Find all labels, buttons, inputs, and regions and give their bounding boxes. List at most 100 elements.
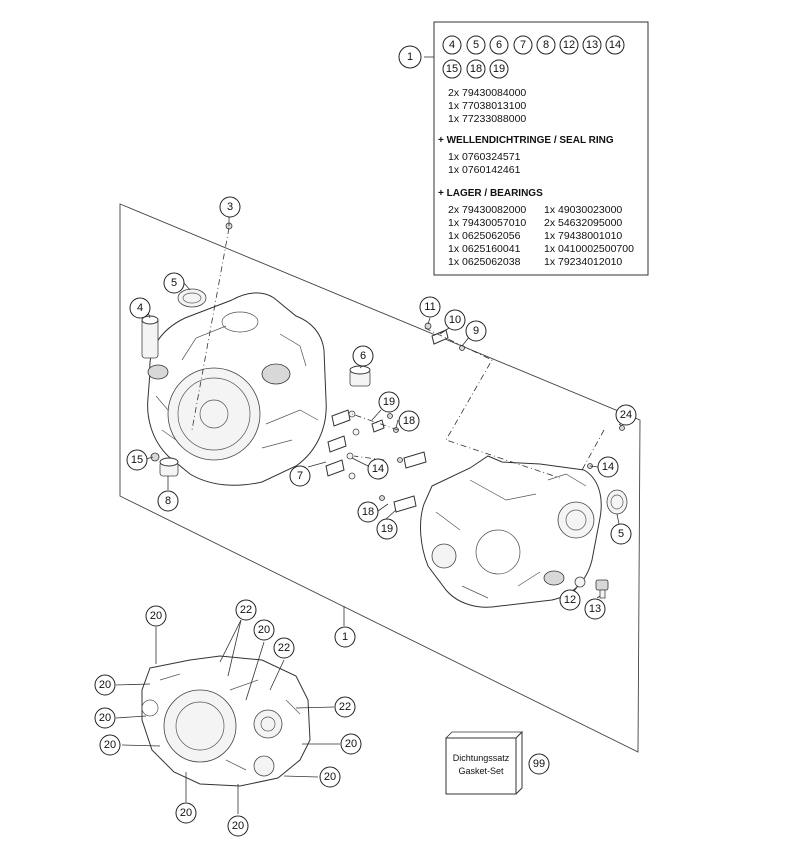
svg-text:4: 4: [449, 39, 455, 51]
callout-13[interactable]: 13: [584, 598, 606, 620]
callout-5[interactable]: 5: [163, 272, 185, 294]
box-ref-4[interactable]: 4: [442, 35, 462, 55]
box-ref-19[interactable]: 19: [489, 59, 509, 79]
callout-20[interactable]: 20: [227, 815, 249, 837]
part-5-bearing-right[interactable]: [606, 489, 628, 515]
seal-part-line: 1x 0760142461: [448, 164, 521, 176]
gasket-set-box[interactable]: Dichtungssatz Gasket-Set: [445, 730, 523, 795]
svg-text:3: 3: [227, 201, 233, 213]
bearings-heading: + LAGER / BEARINGS: [438, 188, 543, 199]
svg-text:7: 7: [520, 39, 526, 51]
callout-20[interactable]: 20: [99, 734, 121, 756]
part-8-bushing[interactable]: [159, 457, 179, 477]
callout-22[interactable]: 22: [235, 599, 257, 621]
svg-text:13: 13: [586, 39, 598, 51]
box-ref-15[interactable]: 15: [442, 59, 462, 79]
callout-14[interactable]: 14: [367, 458, 389, 480]
assembly-bracket: [119, 203, 641, 753]
box-ref-8[interactable]: 8: [536, 35, 556, 55]
svg-text:6: 6: [360, 350, 366, 362]
callout-8[interactable]: 8: [157, 490, 179, 512]
svg-text:20: 20: [345, 738, 357, 750]
dowel-pins-left[interactable]: [325, 409, 399, 480]
svg-text:9: 9: [473, 325, 479, 337]
part-12-13-plug[interactable]: [574, 576, 609, 599]
svg-text:7: 7: [297, 470, 303, 482]
callout-22[interactable]: 22: [334, 696, 356, 718]
part-6-bearing[interactable]: [349, 365, 371, 387]
bearing-line-left: 1x 79430057010: [448, 217, 526, 229]
svg-text:12: 12: [564, 594, 576, 606]
callout-20[interactable]: 20: [145, 605, 167, 627]
svg-text:20: 20: [104, 739, 116, 751]
callout-20[interactable]: 20: [340, 733, 362, 755]
svg-text:22: 22: [240, 604, 252, 616]
box-part-line: 1x 77038013100: [448, 100, 526, 112]
box-ref-12[interactable]: 12: [559, 35, 579, 55]
callout-1[interactable]: 1: [334, 626, 356, 648]
svg-text:20: 20: [232, 820, 244, 832]
callout-19[interactable]: 19: [378, 391, 400, 413]
callout-24[interactable]: 24: [615, 404, 637, 426]
callout-15[interactable]: 15: [126, 449, 148, 471]
svg-text:20: 20: [258, 624, 270, 636]
svg-text:8: 8: [543, 39, 549, 51]
callout-4[interactable]: 4: [129, 297, 151, 319]
callout-6[interactable]: 6: [352, 345, 374, 367]
svg-text:10: 10: [449, 314, 461, 326]
callout-7[interactable]: 7: [289, 465, 311, 487]
callout-9[interactable]: 9: [465, 320, 487, 342]
callout-11[interactable]: 11: [419, 296, 441, 318]
svg-text:5: 5: [171, 277, 177, 289]
bearing-line-right: 1x 79234012010: [544, 256, 622, 268]
callout-10[interactable]: 10: [444, 309, 466, 331]
leader-lines: [115, 216, 623, 814]
callout-20[interactable]: 20: [94, 707, 116, 729]
bearing-line-left: 1x 0625062038: [448, 256, 521, 268]
callout-20[interactable]: 20: [94, 674, 116, 696]
part-5-bearing[interactable]: [177, 288, 207, 308]
bearing-line-right: 1x 49030023000: [544, 204, 622, 216]
box-ref-14[interactable]: 14: [605, 35, 625, 55]
callout-12[interactable]: 12: [559, 589, 581, 611]
box-ref-7[interactable]: 7: [513, 35, 533, 55]
crankcase-stud-view[interactable]: [141, 655, 311, 787]
part-4-fitting[interactable]: [141, 315, 169, 380]
callout-20[interactable]: 20: [175, 802, 197, 824]
gasket-label-en: Gasket-Set: [458, 766, 504, 776]
svg-text:13: 13: [589, 603, 601, 615]
box-ref-18[interactable]: 18: [466, 59, 486, 79]
callout-22[interactable]: 22: [273, 637, 295, 659]
part-15-plug[interactable]: [150, 452, 160, 462]
callout-99[interactable]: 99: [528, 753, 550, 775]
svg-text:15: 15: [446, 63, 458, 75]
svg-text:1: 1: [342, 631, 348, 643]
bearing-line-left: 1x 0625160041: [448, 243, 521, 255]
right-crankcase-half[interactable]: [420, 455, 602, 608]
box-ref-5[interactable]: 5: [466, 35, 486, 55]
callout-20[interactable]: 20: [253, 619, 275, 641]
bearing-line-right: 2x 54632095000: [544, 217, 622, 229]
dowel-pins-right[interactable]: [379, 451, 593, 513]
callout-20[interactable]: 20: [319, 766, 341, 788]
parts-9-10-11[interactable]: [424, 322, 465, 351]
box-ref-13[interactable]: 13: [582, 35, 602, 55]
svg-text:4: 4: [137, 302, 143, 314]
callout-3[interactable]: 3: [219, 196, 241, 218]
svg-text:19: 19: [381, 523, 393, 535]
callout-18[interactable]: 18: [398, 410, 420, 432]
svg-text:22: 22: [339, 701, 351, 713]
callout-14[interactable]: 14: [597, 456, 619, 478]
svg-text:20: 20: [180, 807, 192, 819]
callout-19[interactable]: 19: [376, 518, 398, 540]
svg-text:19: 19: [493, 63, 505, 75]
svg-text:12: 12: [563, 39, 575, 51]
left-crankcase-half[interactable]: [147, 292, 327, 486]
callout-18[interactable]: 18: [357, 501, 379, 523]
svg-text:20: 20: [324, 771, 336, 783]
box-ref-6[interactable]: 6: [489, 35, 509, 55]
part-24-screw[interactable]: [619, 425, 625, 431]
callout-5[interactable]: 5: [610, 523, 632, 545]
callout-1-box[interactable]: 1: [398, 45, 422, 69]
svg-text:20: 20: [99, 679, 111, 691]
